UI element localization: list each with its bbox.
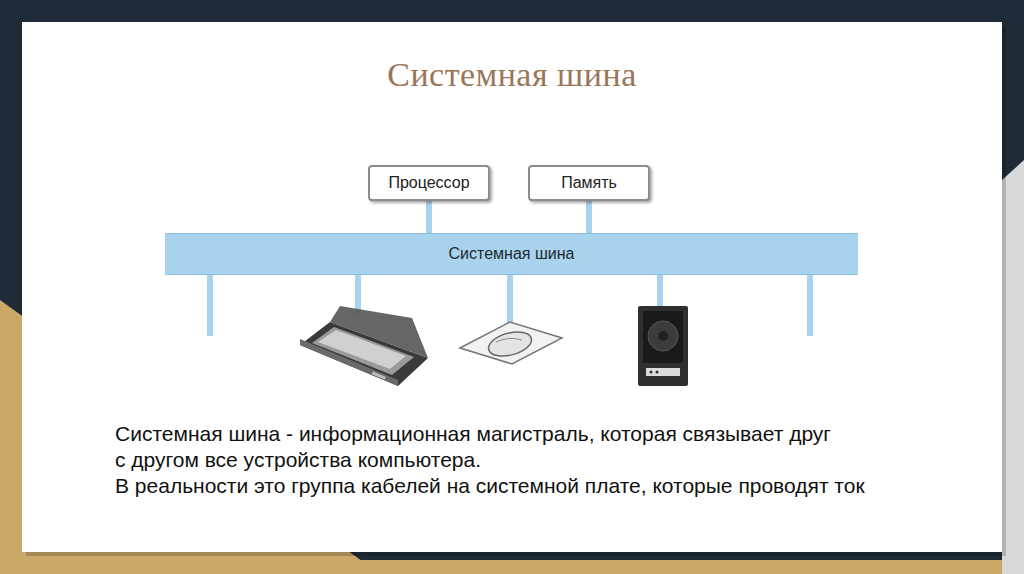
mouse-picture <box>460 322 562 364</box>
slide-title: Системная шина <box>22 56 1002 94</box>
node-text: Системная шина <box>449 245 575 263</box>
description-text: Системная шина - информационная магистра… <box>115 421 935 499</box>
description-paragraph: Системная шина - информационная магистра… <box>115 421 835 473</box>
white-card <box>22 22 1002 552</box>
bus-connector <box>586 201 592 233</box>
bus-connector <box>426 201 432 233</box>
speaker-picture <box>638 306 688 386</box>
processor-box: Процессор <box>368 165 490 201</box>
node-text: Процессор <box>382 174 476 192</box>
node-text: Память <box>542 174 636 192</box>
description-paragraph: В реальности это группа кабелей на систе… <box>115 473 935 499</box>
scanner-picture <box>300 306 428 386</box>
memory-box: Память <box>528 165 650 201</box>
system-bus: Системная шина <box>165 233 858 275</box>
